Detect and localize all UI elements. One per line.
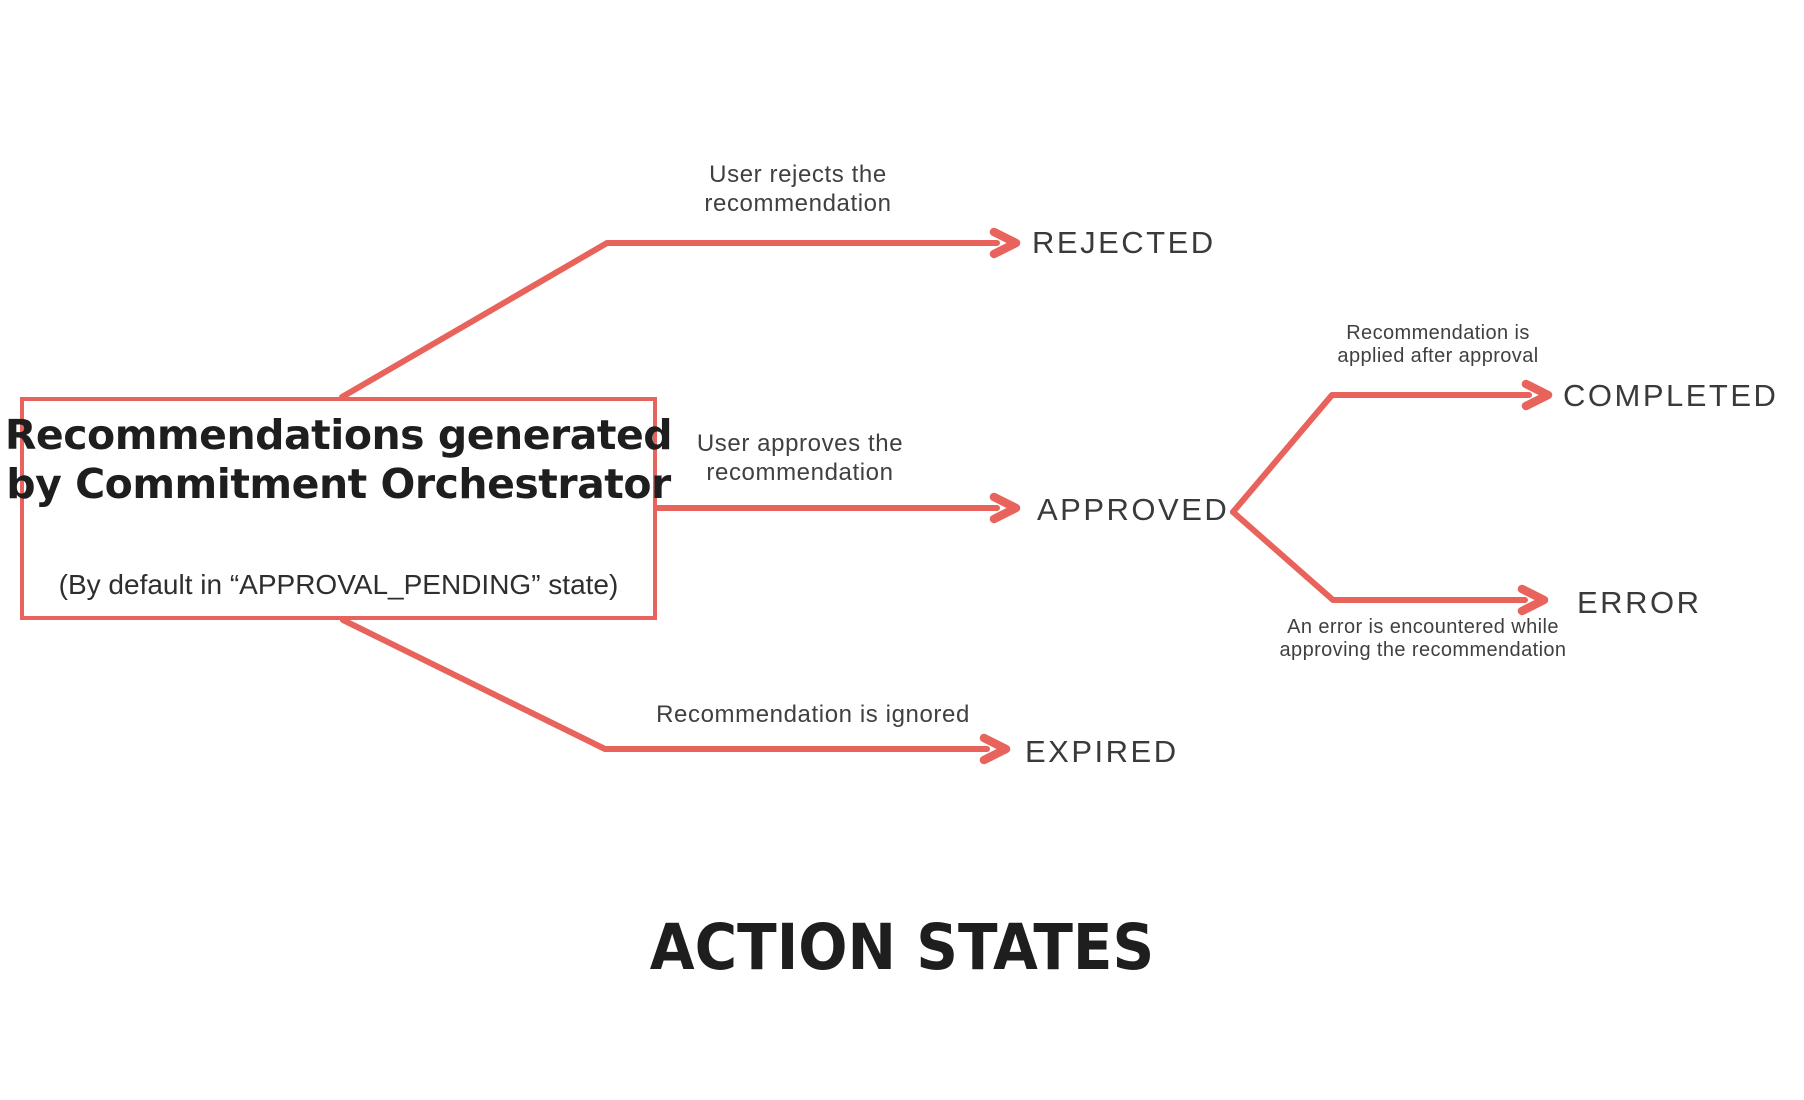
state-error: ERROR bbox=[1577, 584, 1702, 620]
edge-label-error-line2: approving the recommendation bbox=[1279, 639, 1567, 661]
state-rejected: REJECTED bbox=[1032, 224, 1216, 260]
state-completed: COMPLETED bbox=[1563, 377, 1779, 413]
edge-label-rejected-line1: User rejects the bbox=[709, 161, 887, 188]
edge-label-approved-line2: recommendation bbox=[706, 459, 894, 486]
edge-label-expired: Recommendation is ignored bbox=[656, 700, 970, 729]
arrow-expired bbox=[340, 617, 1011, 765]
edge-label-completed: Recommendation is applied after approval bbox=[1337, 322, 1538, 368]
source-box-title-line1: Recommendations generated bbox=[4, 411, 673, 459]
edge-label-approved-line1: User approves the bbox=[696, 430, 904, 457]
edge-label-expired-line1: Recommendation is ignored bbox=[656, 701, 970, 728]
arrow-rejected bbox=[339, 227, 1021, 400]
edge-label-approved: User approves the recommendation bbox=[697, 429, 903, 487]
edge-label-error-line1: An error is encountered while bbox=[1287, 616, 1559, 638]
source-box-title: Recommendations generated by Commitment … bbox=[4, 411, 673, 509]
edge-label-rejected: User rejects the recommendation bbox=[704, 160, 891, 218]
diagram-title: ACTION STATES bbox=[649, 911, 1155, 984]
state-expired: EXPIRED bbox=[1025, 733, 1179, 769]
arrow-error bbox=[1230, 509, 1549, 616]
source-box-subtitle: (By default in “APPROVAL_PENDING” state) bbox=[58, 569, 619, 600]
edge-label-completed-line1: Recommendation is bbox=[1346, 322, 1530, 344]
source-box-title-line2: by Commitment Orchestrator bbox=[6, 460, 671, 508]
edge-label-rejected-line2: recommendation bbox=[704, 190, 892, 217]
edge-label-completed-line2: applied after approval bbox=[1337, 345, 1539, 367]
state-approved: APPROVED bbox=[1037, 491, 1230, 527]
arrow-completed bbox=[1230, 379, 1553, 515]
source-box: Recommendations generated by Commitment … bbox=[5, 397, 673, 620]
edge-label-error: An error is encountered while approving … bbox=[1280, 616, 1567, 662]
